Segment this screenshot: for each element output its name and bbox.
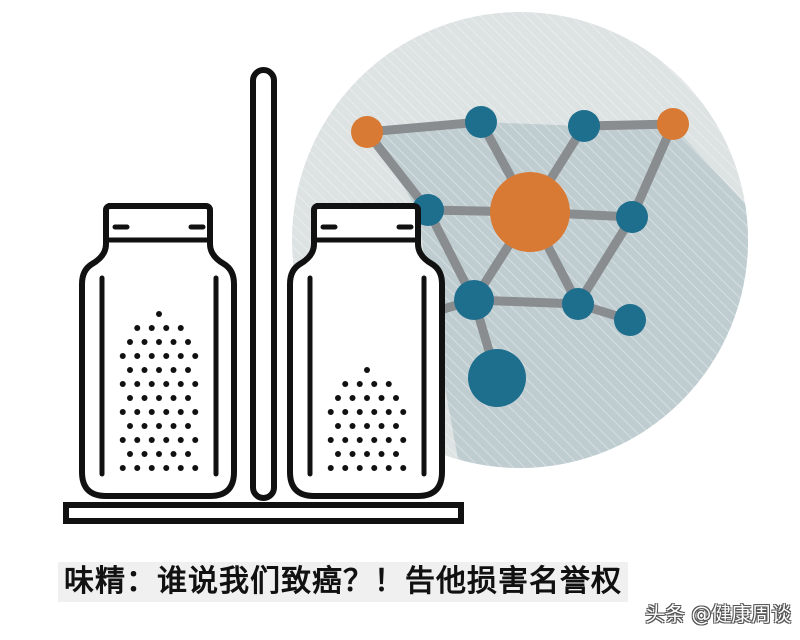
- shaker-jar-icon: [79, 203, 237, 499]
- article-title: 味精：谁说我们致癌？！告他损害名誉权: [58, 562, 628, 602]
- shaker-jar-icon: [287, 203, 445, 499]
- salt-grains: [119, 311, 199, 471]
- watermark: 头条 @健康周谈: [645, 602, 792, 626]
- salt-grains: [327, 367, 407, 471]
- shaker-stand: [63, 67, 464, 524]
